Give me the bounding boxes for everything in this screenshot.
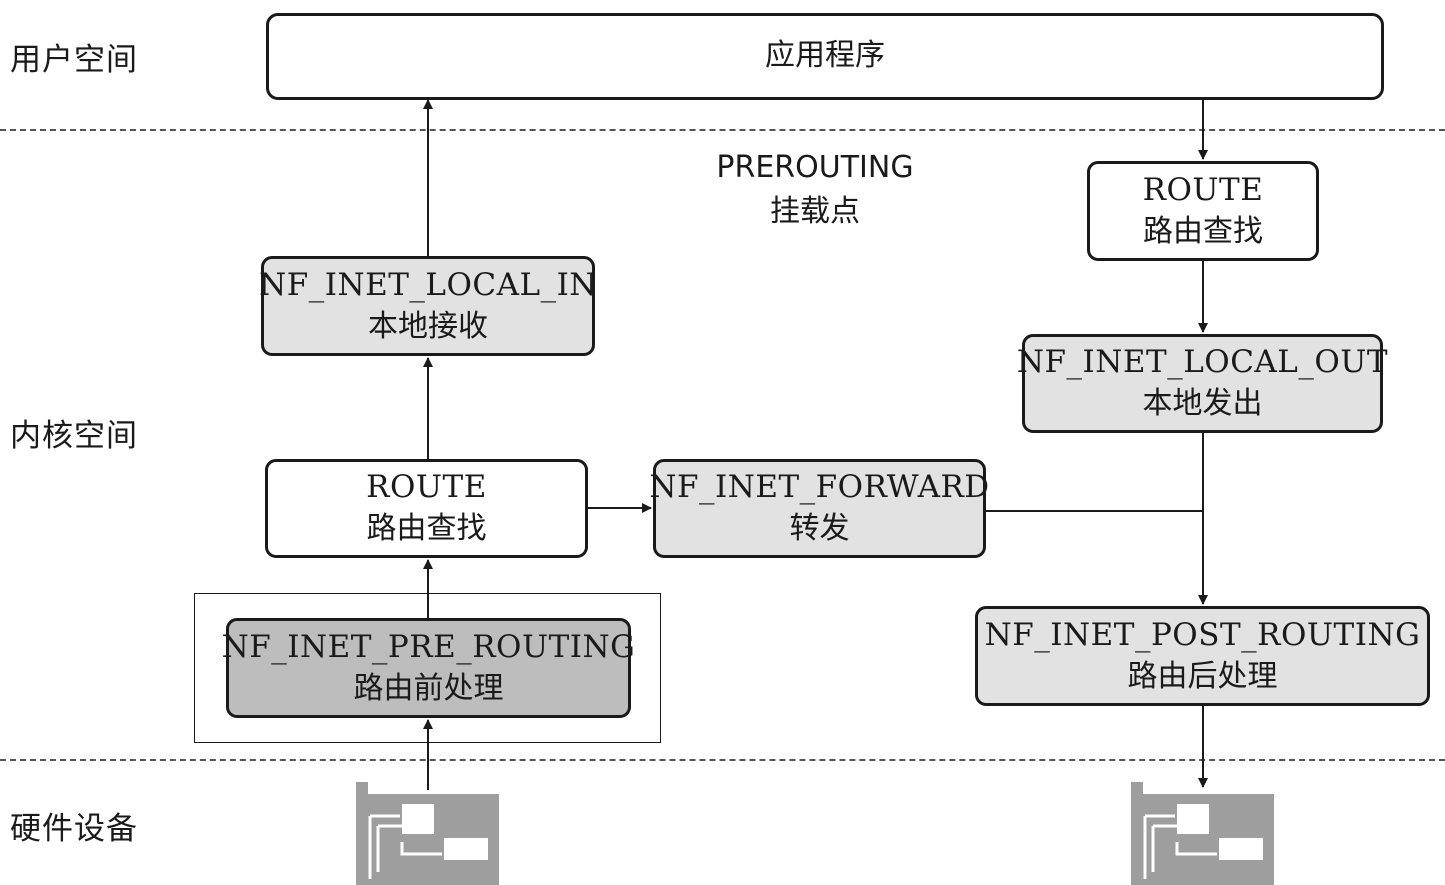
- prerouting-caption-line2: 挂载点: [770, 193, 860, 229]
- node-forward-desc: 转发: [789, 511, 850, 547]
- node-local-out-hook: NF_INET_LOCAL_OUT: [1016, 344, 1389, 381]
- node-route-right-title: ROUTE: [1142, 171, 1264, 208]
- user-kernel-divider: [0, 129, 1445, 131]
- node-local-in-desc: 本地接收: [368, 308, 488, 344]
- kernel-hardware-divider: [0, 759, 1445, 761]
- node-forward-hook: NF_INET_FORWARD: [649, 469, 990, 506]
- zone-label-kernel-space: 内核空间: [10, 418, 138, 454]
- prerouting-highlight-frame: [194, 593, 661, 743]
- application-label: 应用程序: [765, 38, 885, 74]
- network-card-icon: [356, 782, 499, 885]
- network-card-icon: [1131, 782, 1274, 885]
- zone-label-hardware: 硬件设备: [10, 811, 138, 847]
- node-post-routing-desc: 路由后处理: [1127, 658, 1278, 694]
- node-local-in: NF_INET_LOCAL_IN 本地接收: [259, 256, 597, 356]
- node-route-right-desc: 路由查找: [1143, 213, 1263, 249]
- zone-label-user-space: 用户空间: [10, 42, 138, 78]
- node-local-out-desc: 本地发出: [1142, 386, 1263, 422]
- node-route-right: ROUTE 路由查找: [1087, 161, 1319, 261]
- node-post-routing: NF_INET_POST_ROUTING 路由后处理: [975, 606, 1430, 706]
- node-local-out: NF_INET_LOCAL_OUT 本地发出: [1017, 334, 1388, 433]
- node-route-left-title: ROUTE: [366, 469, 487, 506]
- node-local-in-hook: NF_INET_LOCAL_IN: [259, 266, 597, 303]
- node-pre-routing-desc: 路由前处理: [353, 670, 504, 706]
- prerouting-caption-line1: PREROUTING: [716, 150, 914, 185]
- node-pre-routing-hook: NF_INET_PRE_ROUTING: [221, 628, 636, 665]
- node-route-left: ROUTE 路由查找: [265, 459, 588, 558]
- node-pre-routing: NF_INET_PRE_ROUTING 路由前处理: [222, 618, 635, 718]
- node-post-routing-hook: NF_INET_POST_ROUTING: [984, 616, 1421, 653]
- node-forward: NF_INET_FORWARD 转发: [649, 459, 989, 558]
- node-route-left-desc: 路由查找: [366, 511, 487, 547]
- prerouting-hook-caption: PREROUTING 挂载点: [690, 146, 940, 233]
- application-box: 应用程序: [266, 13, 1384, 100]
